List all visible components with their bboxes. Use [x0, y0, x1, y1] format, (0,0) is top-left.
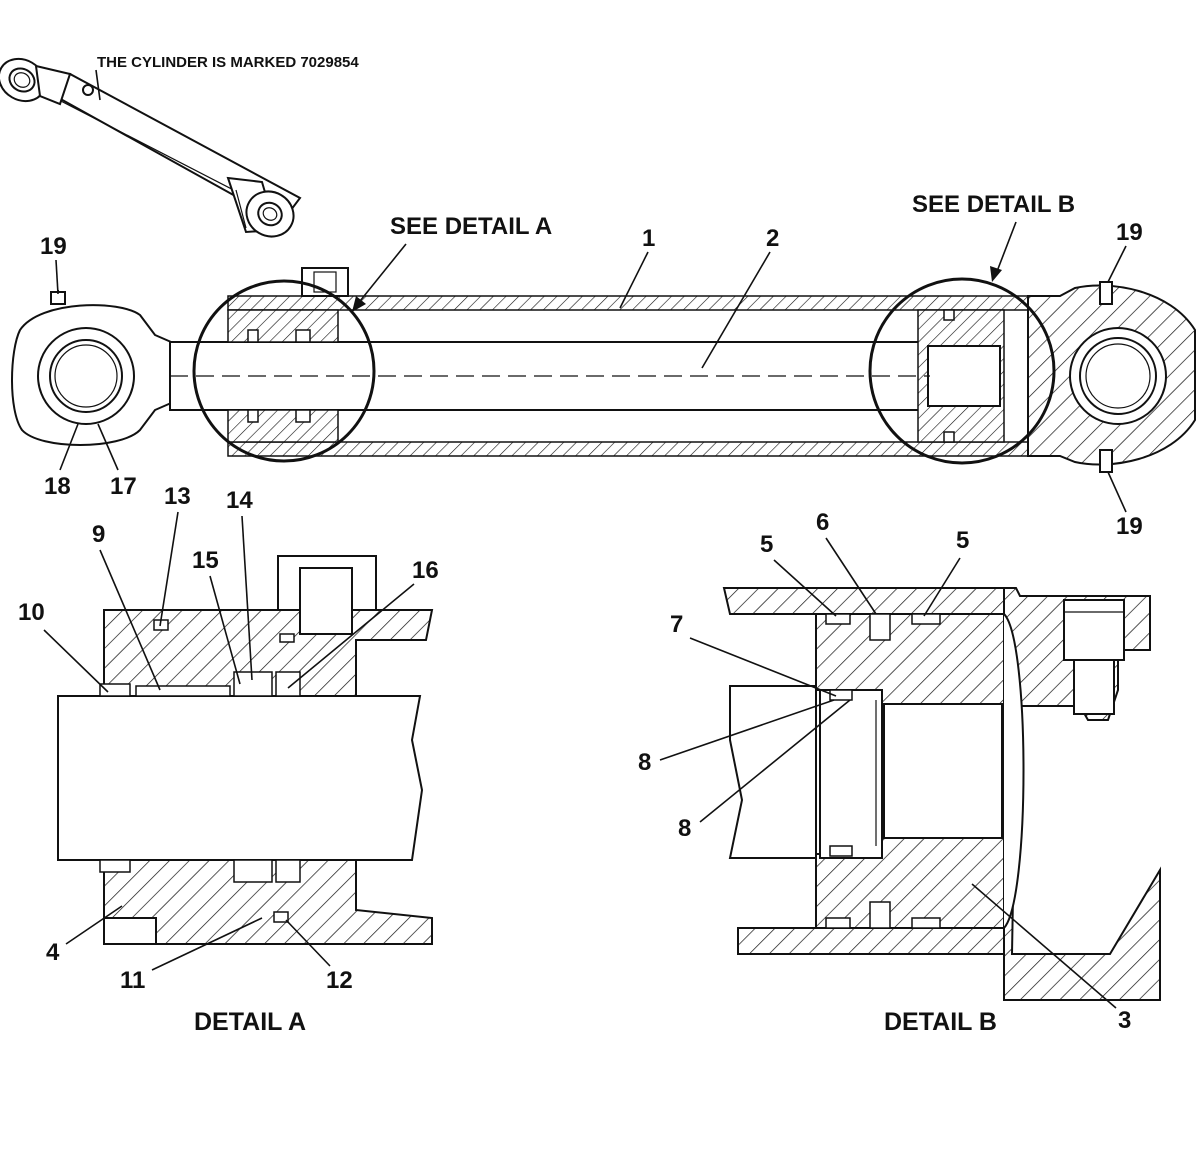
grease-fitting-bottom	[1099, 449, 1113, 473]
part-number-1: 1	[642, 225, 655, 252]
part-number-14: 14	[226, 487, 253, 514]
detail-b-port-fitting	[1063, 599, 1125, 661]
buffer-seal	[99, 683, 131, 697]
part-number-16: 16	[412, 557, 439, 584]
part-number-5-left: 5	[760, 531, 773, 558]
detail-a-rod	[57, 695, 424, 861]
part-number-8-lower: 8	[678, 815, 691, 842]
part-number-19-left: 19	[40, 233, 67, 260]
detail-b-circle	[868, 277, 1056, 465]
part-number-8-upper: 8	[638, 749, 651, 776]
head-gland-top	[227, 309, 339, 343]
piston-nut	[883, 703, 1003, 839]
part-number-18: 18	[44, 473, 71, 500]
cylinder-marking-note: THE CYLINDER IS MARKED 7029854	[97, 54, 359, 71]
rod-seal	[233, 671, 273, 697]
note-leader	[95, 69, 101, 101]
arrowhead-icon	[990, 266, 1002, 282]
wear-ring	[135, 685, 231, 697]
detail-a-circle	[192, 279, 376, 463]
see-detail-b-label: SEE DETAIL B	[912, 191, 1075, 218]
detail-a-view	[57, 555, 434, 945]
part-number-10: 10	[18, 599, 45, 626]
wiper-seal	[275, 671, 301, 697]
grease-fitting-top	[1099, 281, 1113, 305]
part-number-11: 11	[120, 967, 145, 994]
part-number-5-right: 5	[956, 527, 969, 554]
detail-a-caption: DETAIL A	[194, 1008, 306, 1036]
part-number-15: 15	[192, 547, 219, 574]
piston-seal	[869, 613, 891, 641]
part-number-13: 13	[164, 483, 191, 510]
part-number-4: 4	[46, 939, 60, 966]
rod-eye	[11, 290, 179, 446]
detail-b-view	[722, 587, 1161, 1001]
head-gland-bottom	[227, 409, 339, 443]
isometric-view	[0, 57, 302, 238]
detail-b-caption: DETAIL B	[884, 1008, 997, 1036]
see-detail-a-label: SEE DETAIL A	[390, 213, 552, 240]
part-number-2: 2	[766, 225, 779, 252]
detail-b-rod	[728, 685, 817, 859]
part-number-19-bottom: 19	[1116, 513, 1143, 540]
part-number-12: 12	[326, 967, 353, 994]
part-number-19-top: 19	[1116, 219, 1143, 246]
detail-b-barrel-bottom	[737, 927, 1013, 955]
part-number-3: 3	[1118, 1007, 1131, 1034]
main-cylinder-assembly	[11, 267, 1196, 473]
part-number-9: 9	[92, 521, 105, 548]
part-number-7: 7	[670, 611, 683, 638]
part-number-17: 17	[110, 473, 137, 500]
arrowhead-icon	[352, 296, 366, 312]
part-number-6: 6	[816, 509, 829, 536]
